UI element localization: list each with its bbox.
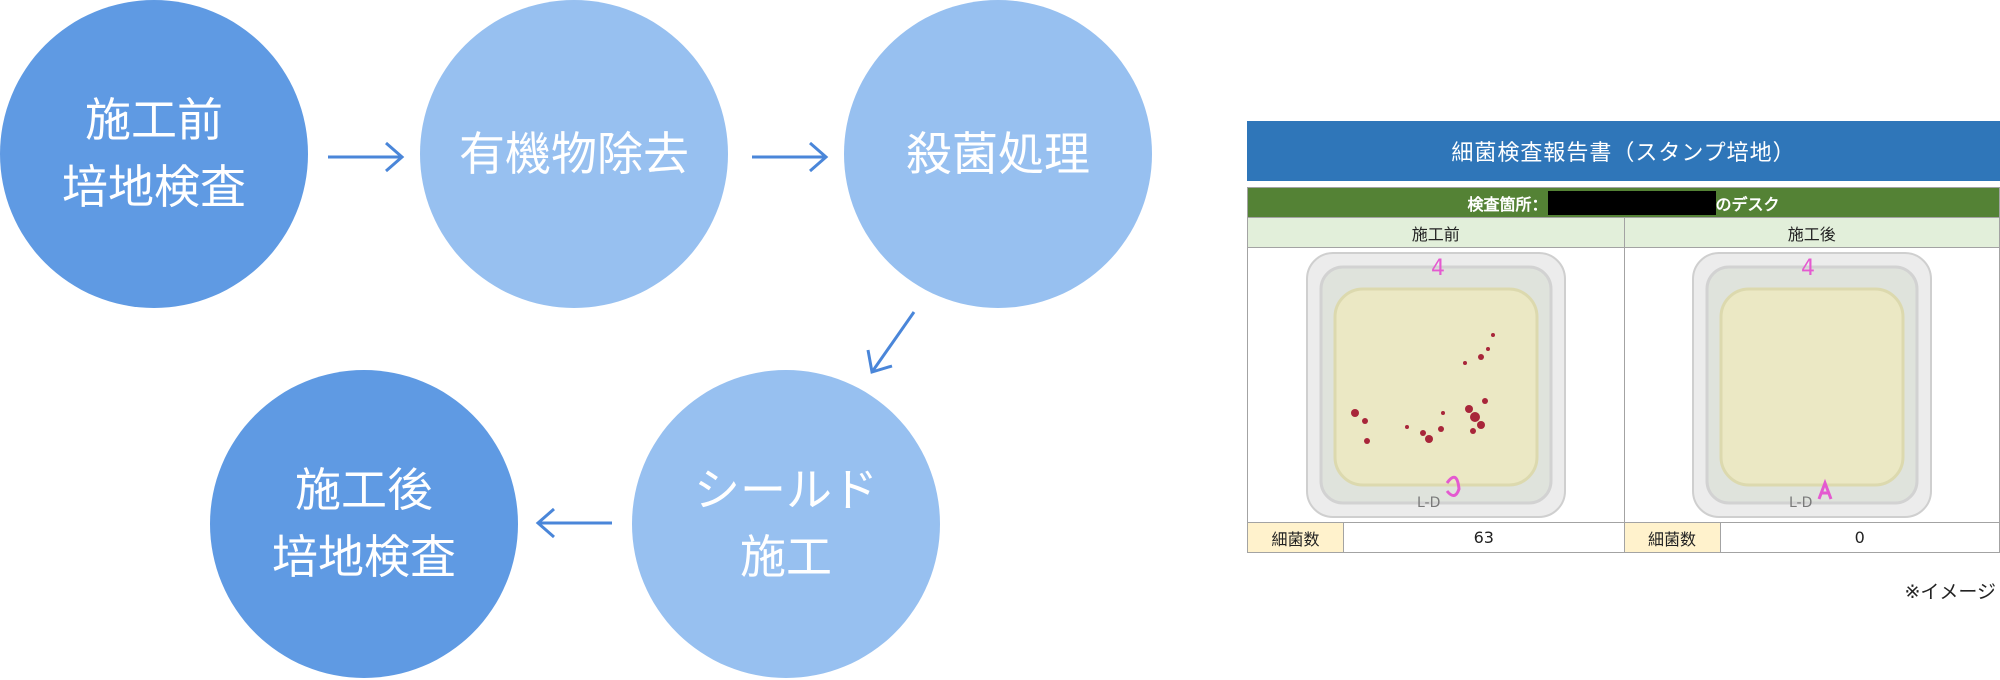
dish-code-after: L-D — [1789, 495, 1812, 511]
inspection-location: 検査箇所： のデスク — [1248, 188, 1999, 217]
location-suffix: のデスク — [1715, 194, 1780, 214]
before-column: 施工前 4 L-D — [1248, 217, 1624, 552]
dish-label-after: 4 — [1801, 256, 1815, 281]
step-organic-removal-label: 有機物除去 — [459, 126, 689, 181]
after-count-label: 細菌数 — [1624, 523, 1721, 552]
dish-code-before: L-D — [1417, 495, 1440, 511]
before-header: 施工前 — [1248, 217, 1624, 247]
before-count-label: 細菌数 — [1248, 523, 1344, 552]
redacted-location — [1547, 190, 1716, 215]
step-pre-inspection-line2: 培地検査 — [62, 160, 246, 214]
arrow-left-icon — [535, 507, 612, 539]
bacteria-report: 細菌検査報告書（スタンプ培地） 検査箇所： のデスク 施工前 4 L-D — [1247, 121, 2000, 553]
location-label: 検査箇所： — [1467, 194, 1548, 214]
step-post-inspection-line2: 培地検査 — [272, 530, 456, 584]
arrow-down-left-icon — [866, 311, 916, 374]
petri-dish-before-image: 4 L-D — [1305, 252, 1566, 518]
before-count-value: 63 — [1473, 528, 1494, 547]
step-pre-inspection: 施工前 培地検査 — [0, 0, 308, 308]
arrow-right-icon — [328, 141, 405, 173]
after-count-row: 細菌数 0 — [1624, 522, 1999, 552]
step-sterilization: 殺菌処理 — [844, 0, 1152, 308]
after-column: 施工後 4 L-D 細菌数 0 — [1623, 217, 1999, 552]
before-photo: 4 L-D — [1248, 247, 1624, 522]
step-pre-inspection-line1: 施工前 — [85, 93, 223, 148]
arrow-right-icon — [752, 141, 829, 173]
step-shield-coating-line1: シールド — [694, 463, 878, 518]
step-post-inspection-line1: 施工後 — [295, 463, 433, 518]
step-shield-coating: シールド 施工 — [632, 370, 940, 678]
step-post-inspection: 施工後 培地検査 — [210, 370, 518, 678]
report-table: 検査箇所： のデスク 施工前 4 L-D — [1247, 187, 2000, 553]
report-title: 細菌検査報告書（スタンプ培地） — [1247, 121, 2000, 181]
step-organic-removal: 有機物除去 — [420, 0, 728, 308]
after-photo: 4 L-D — [1624, 247, 1999, 522]
after-header: 施工後 — [1624, 217, 1999, 247]
dish-label-before: 4 — [1431, 256, 1445, 281]
before-count-row: 細菌数 63 — [1248, 522, 1624, 552]
image-note: ※イメージ — [1904, 581, 1996, 603]
step-sterilization-label: 殺菌処理 — [906, 126, 1090, 181]
step-shield-coating-line2: 施工 — [740, 530, 832, 584]
petri-dish-after-image: 4 L-D — [1691, 252, 1932, 518]
after-count-value: 0 — [1854, 528, 1865, 547]
